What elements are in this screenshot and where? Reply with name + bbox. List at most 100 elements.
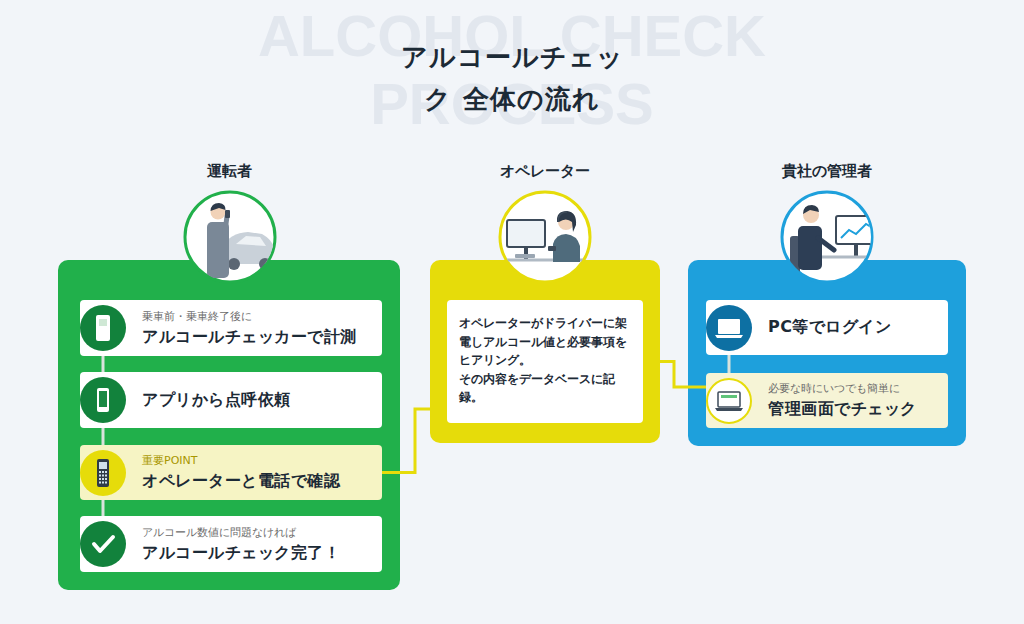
panel-heading: 貴社の管理者: [688, 162, 966, 181]
driver-illustration-part-part: [236, 236, 266, 246]
step-icon: [79, 304, 127, 352]
step-icon-part-part: [99, 391, 107, 407]
step-label: アルコールチェッカーで計測: [142, 327, 372, 348]
sub-label: 乗車前・乗車終了後に: [142, 309, 372, 324]
step-connector: [102, 428, 105, 445]
manager-illustration-part-part: [790, 236, 800, 276]
step-label: PC等でログイン: [768, 317, 938, 338]
manager-illustration-part-part: [790, 256, 880, 259]
step-icon-part-part: [96, 315, 110, 341]
manager-illustration: [782, 192, 880, 282]
step-icon-part-part: [715, 408, 743, 411]
role-panel: 貴社の管理者PC等でログイン必要な時にいつでも簡単に管理画面でチェック: [688, 260, 966, 446]
step-icon-part-part: [721, 395, 737, 398]
step-icon-part-part: [80, 521, 126, 567]
role-panel: 運転者乗車前・乗車終了後にアルコールチェッカーで計測アプリから点呼依頼重要POI…: [58, 260, 400, 590]
step-icon-part-part: [715, 335, 743, 338]
step-icon-part-part: [706, 305, 752, 351]
operator-illustration-part-part: [507, 220, 545, 247]
step-icon-part-part: [99, 471, 101, 473]
step-icon-part-part: [718, 392, 740, 407]
operator-illustration-part-part: [548, 246, 556, 251]
step-icon-part: [706, 305, 752, 351]
operator-illustration-part-part: [558, 214, 574, 230]
step-icon-part-part: [105, 474, 107, 476]
operator-illustration-part-part: [500, 259, 590, 262]
operator-illustration-part-part: [557, 211, 576, 232]
step-icon: [79, 376, 127, 424]
manager-illustration-part-part: [803, 207, 819, 223]
step-icon-part-part: [80, 377, 126, 423]
step-icon-part-part: [102, 471, 104, 473]
step-connector: [728, 355, 731, 373]
step-icon-part-part: [97, 388, 109, 412]
flow-connector: [382, 409, 447, 473]
step-box: 乗車前・乗車終了後にアルコールチェッカーで計測: [80, 300, 382, 356]
manager-illustration-part-part: [803, 205, 819, 214]
body-text: その内容をデータベースに記録。: [459, 370, 631, 407]
step-label: オペレーターと電話で確認: [142, 471, 372, 492]
operator-illustration: [500, 192, 590, 282]
diagram-title: アルコールチェック 全体の流れ: [387, 36, 637, 120]
operator-illustration-part-part: [524, 247, 528, 259]
step-box: アルコール数値に問題なければアルコールチェック完了！: [80, 516, 382, 572]
step-icon: [79, 449, 127, 497]
step-icon-part-part: [80, 450, 126, 496]
driver-illustration-part-part: [222, 232, 275, 264]
step-icon-part-part: [102, 481, 104, 483]
step-box: 重要POINT オペレーターと電話で確認: [80, 445, 382, 500]
step-icon-part-part: [94, 537, 113, 551]
step-box: PC等でログイン: [706, 300, 948, 355]
panel-heading: 運転者: [58, 162, 400, 181]
step-icon: [705, 377, 753, 425]
driver-illustration-part-part: [225, 210, 230, 218]
driver-illustration-part: [207, 203, 275, 278]
operator-illustration-part: [500, 192, 590, 282]
step-label: 管理画面でチェック: [768, 399, 938, 420]
step-icon: [705, 304, 753, 352]
step-icon: [79, 520, 127, 568]
role-panel: オペレーターオペレーターがドライバーに架電しアルコール値と必要事項をヒアリング。…: [430, 260, 660, 443]
step-icon-part: [80, 450, 126, 496]
step-label: アルコールチェック完了！: [142, 543, 372, 564]
step-icon-part-part: [102, 474, 104, 476]
driver-illustration-part-part: [211, 205, 226, 220]
step-icon-part-part: [707, 379, 751, 423]
step-icon-part-part: [99, 319, 107, 326]
manager-illustration-part-part: [798, 226, 822, 270]
step-icon-part: [80, 377, 126, 423]
step-icon-part: [80, 305, 126, 351]
step-box: アプリから点呼依頼: [80, 372, 382, 428]
step-icon-part-part: [105, 471, 107, 473]
step-icon-part-part: [718, 319, 740, 334]
driver-illustration-part: [185, 192, 275, 282]
sub-label: 必要な時にいつでも簡単に: [768, 381, 938, 396]
manager-illustration-part: [782, 192, 872, 282]
driver-illustration-part-part: [211, 203, 226, 211]
operator-illustration-part-part: [558, 212, 567, 222]
driver-illustration: [185, 192, 275, 282]
operator-illustration-part: [500, 211, 590, 262]
manager-illustration-part-part: [841, 224, 871, 238]
step-icon-part-part: [99, 478, 101, 480]
driver-illustration-part-part: [225, 216, 227, 232]
manager-illustration-part-part: [818, 238, 834, 250]
step-icon-part-part: [99, 481, 101, 483]
step-icon-part-part: [102, 478, 104, 480]
sub-label: 重要POINT: [142, 453, 372, 468]
driver-illustration-part-part: [207, 222, 229, 278]
step-box: 必要な時にいつでも簡単に管理画面でチェック: [706, 373, 948, 428]
manager-illustration-part-part: [836, 216, 876, 244]
step-icon-part-part: [99, 474, 101, 476]
step-connector: [102, 500, 105, 516]
body-text: オペレーターがドライバーに架電しアルコール値と必要事項をヒアリング。: [459, 314, 631, 370]
step-icon-part-part: [99, 462, 107, 469]
step-icon-part-part: [80, 305, 126, 351]
manager-illustration-part-part: [854, 244, 858, 256]
driver-illustration-part-part: [228, 258, 240, 270]
manager-illustration-part: [790, 205, 880, 276]
step-icon-part-part: [97, 459, 109, 487]
driver-illustration-part-part: [259, 258, 271, 270]
